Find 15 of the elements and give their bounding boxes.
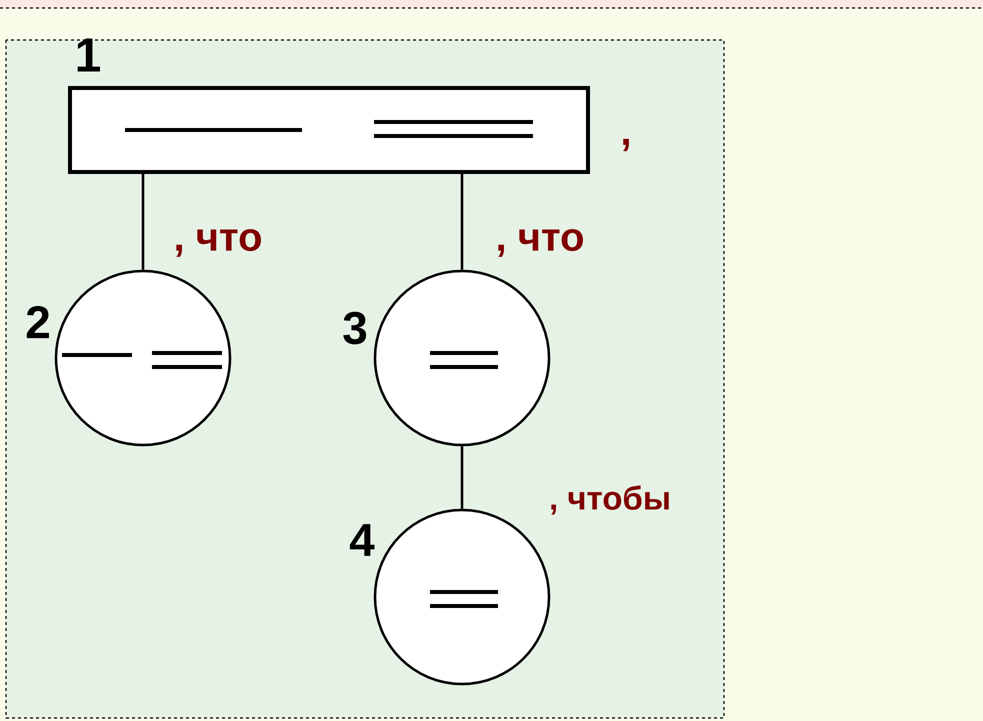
- edge-label: , что: [172, 228, 264, 258]
- main-clause-box: [68, 86, 590, 174]
- clause-number: 4: [350, 524, 375, 556]
- clause-circle: [374, 508, 550, 686]
- clause-circle: [54, 270, 232, 446]
- punctuation-mark: ,: [623, 138, 629, 152]
- connector-line: [460, 174, 464, 270]
- edge-label: , чтобы: [548, 484, 672, 516]
- clause-number: 3: [343, 312, 366, 344]
- connector-line: [460, 446, 464, 509]
- clause-circle: [374, 270, 550, 446]
- clause-number: 1: [78, 38, 100, 72]
- edge-label: , что: [494, 228, 586, 258]
- connector-line: [142, 174, 144, 270]
- clause-number: 2: [26, 306, 49, 338]
